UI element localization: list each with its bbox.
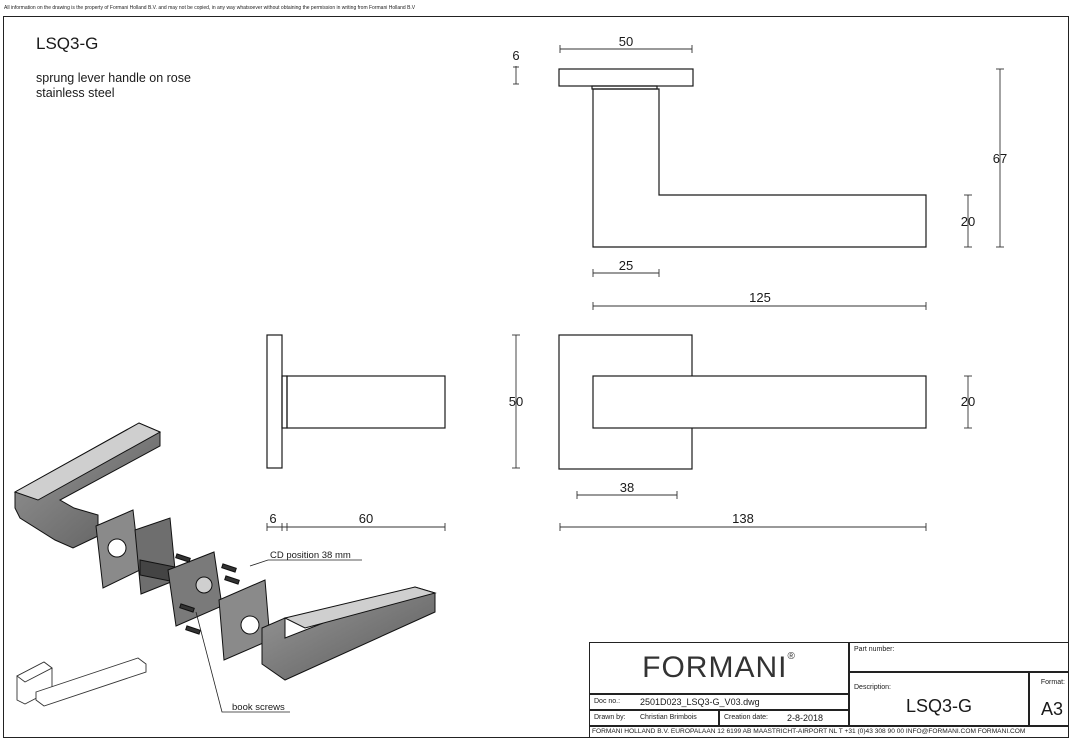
creation-date-value: 2-8-2018 xyxy=(787,713,824,723)
dim-rose-height-front: 50 xyxy=(509,394,523,409)
description-value: LSQ3-G xyxy=(905,696,973,716)
dim-total-height: 67 xyxy=(993,151,1007,166)
front-view xyxy=(558,334,927,470)
top-view-lever xyxy=(592,88,927,248)
dim-rose-width-top: 50 xyxy=(619,34,633,49)
top-view-rose xyxy=(558,68,694,87)
callout-lines xyxy=(195,559,362,713)
brand-cell: FORMANI® xyxy=(589,642,849,694)
product-description: sprung lever handle on rose xyxy=(36,71,191,85)
part-number-label: Part number: xyxy=(854,646,895,653)
copyright-notice: All information on the drawing is the pr… xyxy=(4,5,416,11)
company-footer: FORMANI HOLLAND B.V. EUROPALAAN 12 6199 … xyxy=(592,728,1026,735)
front-view-lever xyxy=(592,375,927,429)
format-label: Format: xyxy=(1040,679,1065,686)
product-material: stainless steel xyxy=(36,86,115,100)
creation-date-label: Creation date: xyxy=(724,714,768,721)
drawing-frame xyxy=(3,16,1069,738)
exploded-screw xyxy=(185,625,201,635)
dim-lever-thickness-top: 20 xyxy=(961,214,975,229)
exploded-lever-lower xyxy=(261,586,436,681)
drawn-by-value: Christian Brimbois xyxy=(640,714,697,721)
product-title: LSQ3-G xyxy=(36,34,99,53)
dim-neck-width: 25 xyxy=(619,258,633,273)
drawn-by-label: Drawn by: xyxy=(594,714,626,721)
dim-cd-offset: 38 xyxy=(620,480,634,495)
doc-no-label: Doc no.: xyxy=(594,698,621,705)
dim-lever-length-top: 125 xyxy=(749,290,771,305)
dim-total-length-front: 138 xyxy=(732,511,754,526)
top-view-dimensions xyxy=(513,45,1004,310)
exploded-screw xyxy=(175,553,191,563)
brand-logo: FORMANI® xyxy=(642,651,796,684)
exploded-screw xyxy=(221,563,237,573)
side-view-spindle xyxy=(281,375,288,429)
top-view xyxy=(558,68,927,248)
exploded-view xyxy=(13,422,437,681)
exploded-screw xyxy=(179,603,195,613)
side-view-dimensions xyxy=(266,523,446,531)
exploded-screw xyxy=(224,575,240,585)
exploded-spring-cassette xyxy=(167,551,223,627)
side-view xyxy=(266,334,446,469)
format-value: A3 xyxy=(1040,699,1063,719)
doc-no-value: 2501D023_LSQ3-G_V03.dwg xyxy=(640,697,760,707)
thumbnail-iso xyxy=(16,657,147,707)
callout-book-screws: book screws xyxy=(232,702,285,713)
dim-projection-side: 60 xyxy=(359,511,373,526)
callout-cd-position: CD position 38 mm xyxy=(270,550,351,561)
title-block: FORMANI® Doc no.: 2501D023_LSQ3-G_V03.dw… xyxy=(589,642,1069,738)
side-view-lever xyxy=(286,375,446,429)
dim-rose-thickness-top: 6 xyxy=(512,48,519,63)
side-view-rose xyxy=(266,334,283,469)
dim-rose-thickness-side: 6 xyxy=(269,511,276,526)
front-view-dimensions xyxy=(512,334,972,531)
dim-lever-thickness-front: 20 xyxy=(961,394,975,409)
description-label: Description: xyxy=(854,684,891,691)
